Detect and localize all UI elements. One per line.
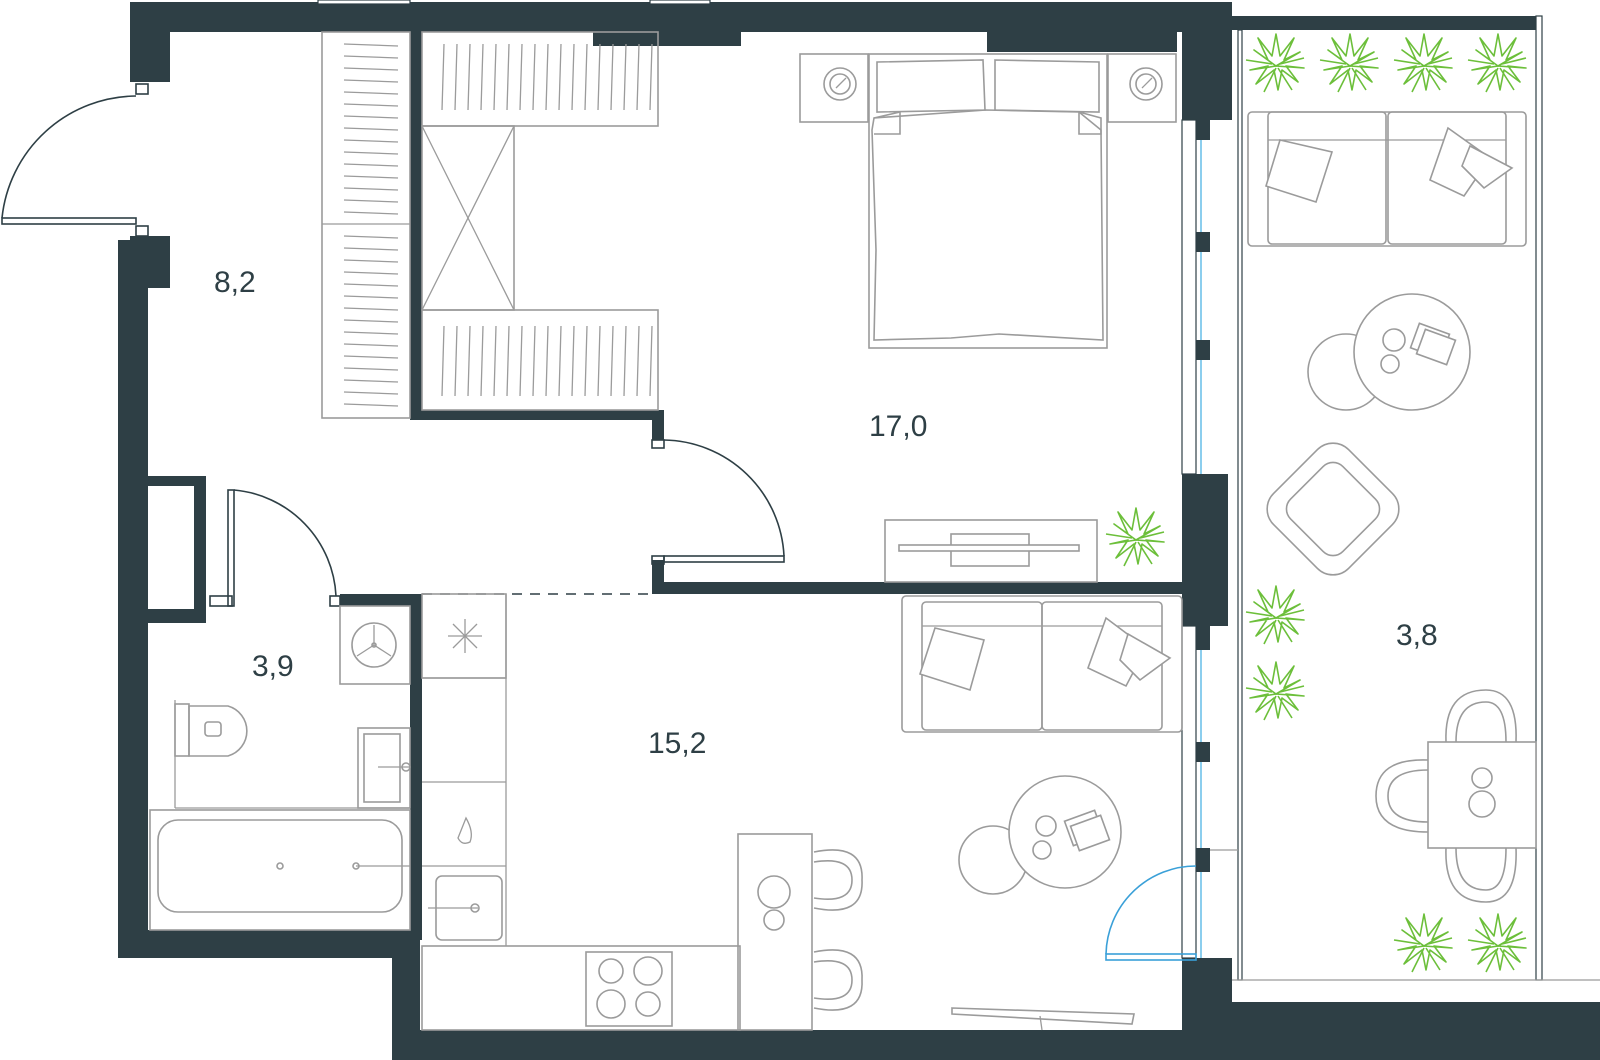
tv-unit (884, 519, 1098, 583)
balcony-sofa (1247, 111, 1527, 247)
hanger-line (454, 325, 458, 397)
hanger-line (506, 325, 510, 397)
hanger-line (584, 325, 588, 397)
hanger-line (597, 43, 601, 111)
hanger-line (343, 91, 399, 95)
hanger-line (343, 331, 399, 335)
hanger-line (597, 325, 601, 397)
coffee-tables (958, 775, 1122, 895)
area-label-balcony: 3,8 (1396, 619, 1438, 652)
hanger-line (343, 247, 399, 251)
walk-in-closet (421, 31, 659, 411)
windows (317, 0, 1600, 981)
hanger-line (343, 367, 399, 371)
hanger-line (343, 403, 399, 407)
hanger-line (343, 271, 399, 275)
hanger-line (343, 139, 399, 143)
floor-lamp (951, 1007, 1135, 1031)
hanger-line (493, 43, 497, 111)
hanger-line (558, 325, 562, 397)
sofa (901, 595, 1183, 733)
area-label-bedroom: 17,0 (869, 410, 927, 443)
hanger-line (610, 43, 614, 111)
hanger-line (532, 43, 536, 111)
hanger-line (343, 55, 399, 59)
hall-wardrobe (321, 31, 411, 419)
bathroom-fixtures (149, 605, 411, 931)
hanger-line (343, 343, 399, 347)
hanger-line (519, 43, 523, 111)
hanger-line (519, 325, 523, 397)
armchair (1266, 442, 1400, 576)
hanger-line (343, 127, 399, 131)
hanger-line (343, 163, 399, 167)
hanger-line (343, 235, 399, 239)
kitchen (421, 593, 863, 1031)
walls (118, 2, 1600, 1060)
hanger-line (649, 43, 653, 111)
hanger-line (545, 43, 549, 111)
balcony-tables (1307, 293, 1471, 411)
hanger-line (584, 43, 588, 111)
area-label-bathroom: 3,9 (252, 650, 294, 683)
hanger-line (493, 325, 497, 397)
hanger-line (343, 151, 399, 155)
hanger-line (343, 391, 399, 395)
hanger-line (441, 43, 445, 111)
area-label-hall: 8,2 (214, 266, 256, 299)
hanger-line (610, 325, 614, 397)
hanger-line (649, 325, 653, 397)
hanger-line (545, 325, 549, 397)
hanger-line (467, 43, 471, 111)
hanger-line (343, 43, 399, 47)
hanger-line (636, 43, 640, 111)
hanger-line (343, 79, 399, 83)
area-label-kitchen-living: 15,2 (648, 727, 706, 760)
hanger-line (454, 43, 458, 111)
bed (868, 53, 1108, 349)
dining-set (1375, 689, 1537, 903)
hanger-line (343, 283, 399, 287)
hanger-line (571, 325, 575, 397)
hanger-line (636, 325, 640, 397)
hanger-line (343, 199, 399, 203)
hanger-line (343, 307, 399, 311)
hanger-line (343, 67, 399, 71)
hanger-line (343, 115, 399, 119)
nightstand-left (799, 53, 869, 123)
hanger-line (623, 43, 627, 111)
hanger-line (623, 325, 627, 397)
hanger-line (343, 295, 399, 299)
hanger-line (480, 325, 484, 397)
hanger-line (343, 259, 399, 263)
hanger-line (343, 175, 399, 179)
hanger-line (480, 43, 484, 111)
hanger-line (571, 43, 575, 111)
hanger-line (343, 187, 399, 191)
hanger-line (343, 103, 399, 107)
hanger-line (343, 379, 399, 383)
nightstand-right (1107, 53, 1177, 123)
hanger-line (343, 355, 399, 359)
hanger-line (532, 325, 536, 397)
hanger-line (343, 211, 399, 215)
hanger-line (506, 43, 510, 111)
hanger-line (441, 325, 445, 397)
hanger-line (467, 325, 471, 397)
hanger-line (558, 43, 562, 111)
hanger-line (343, 319, 399, 323)
